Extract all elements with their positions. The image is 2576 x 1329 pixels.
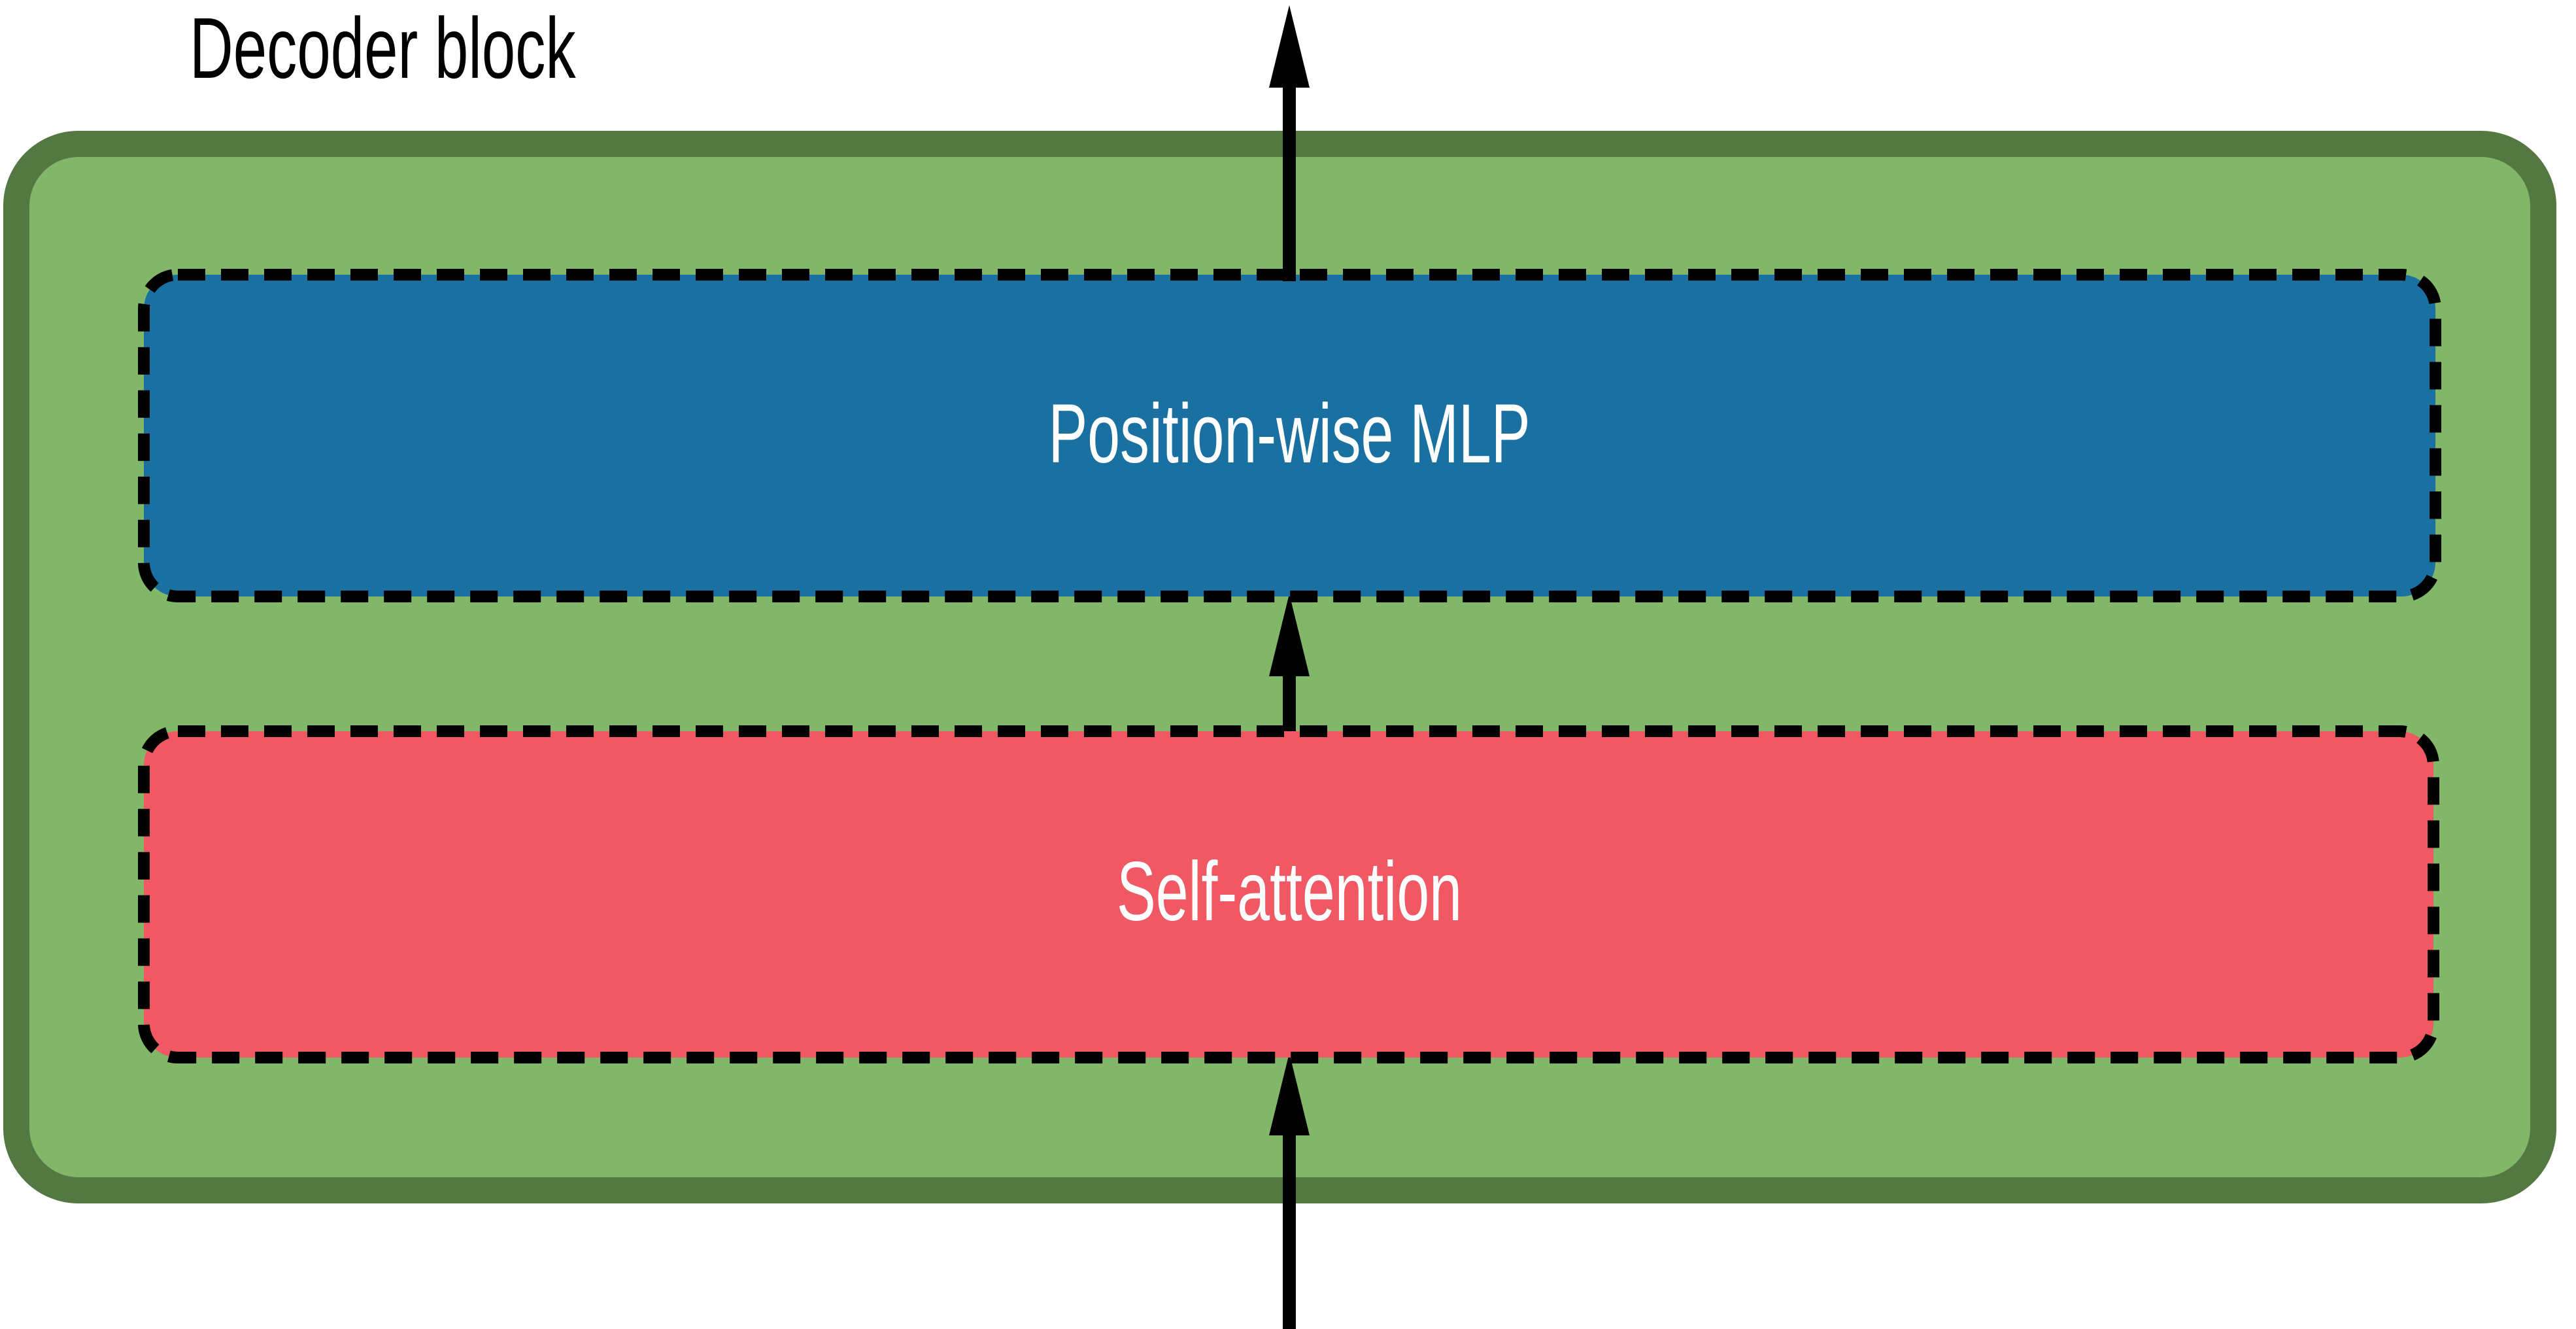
output-arrow (1269, 5, 1310, 281)
residual-arrow (1269, 594, 1310, 738)
input-arrow-head (1269, 1053, 1310, 1135)
output-arrow-head (1269, 5, 1310, 88)
position-wise-mlp-label: Position-wise MLP (1048, 387, 1531, 481)
residual-arrow-head (1269, 594, 1310, 676)
output-arrow-shaft (1283, 84, 1296, 281)
decoder-block-title: Decoder block (190, 0, 576, 96)
input-arrow (1269, 1053, 1310, 1329)
self-attention-box[interactable] (138, 725, 2439, 1063)
position-wise-mlp-box[interactable] (138, 269, 2441, 602)
input-arrow-shaft (1283, 1131, 1296, 1329)
residual-arrow-shaft (1283, 672, 1296, 738)
self-attention-label: Self-attention (1117, 845, 1462, 939)
